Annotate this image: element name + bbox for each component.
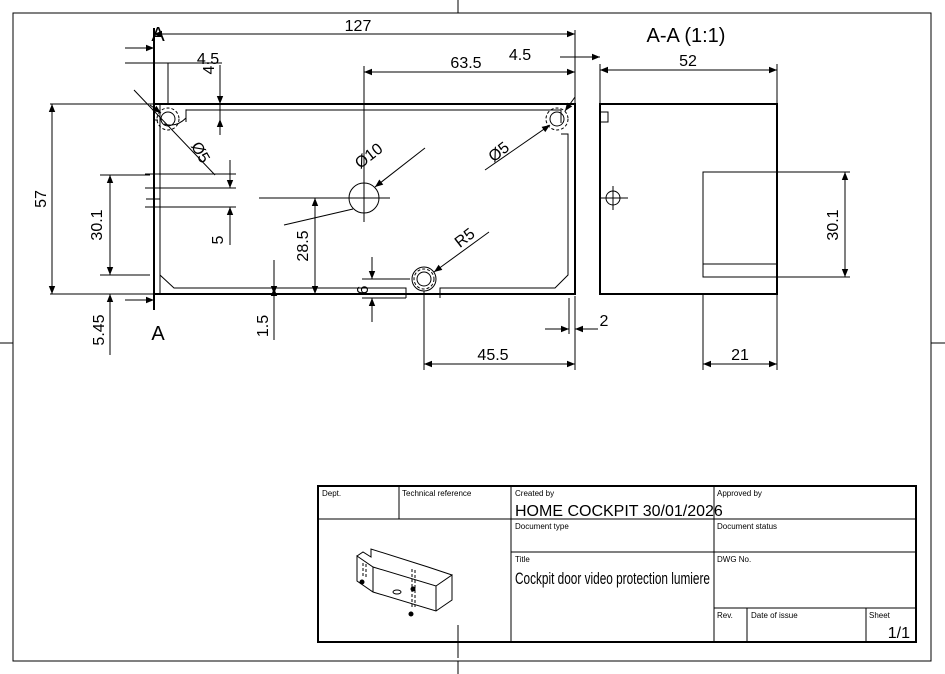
section-view: A-A (1:1) 52 30.1 21 [599,25,850,370]
document-status-label: Document status [717,522,777,531]
approved-by-label: Approved by [717,489,762,498]
dim-section-slot-height: 30.1 [825,209,842,240]
dim-overall-length: 127 [345,18,372,35]
document-type-label: Document type [515,522,569,531]
tech-ref-label: Technical reference [402,489,472,498]
dim-bottom-offset: 5.45 [91,314,108,345]
dim-height: 57 [33,190,50,208]
created-by-label: Created by [515,489,554,498]
dim-bottom-hole-x: 45.5 [477,347,508,364]
dim-notch: 6 [355,285,372,294]
dim-section-width: 52 [679,53,697,70]
dim-hole-offset-y-left: 4 [201,65,218,74]
created-by-value: HOME COCKPIT 30/01/2026 [515,503,723,520]
sheet-frame [12,12,932,662]
dim-hole-right-dia: Ø5 [486,139,513,166]
dept-label: Dept. [322,489,341,498]
section-marker-bottom: A [151,323,165,345]
dim-hole-center-dia: Ø10 [352,140,386,172]
dim-hole-offset-x-left: 4.5 [197,51,219,68]
front-dimensions [48,28,600,370]
dim-radius: R5 [452,225,479,251]
dim-right-wall: 2 [600,313,609,330]
dwg-no-label: DWG No. [717,555,751,564]
dim-hole-height: 28.5 [295,230,312,261]
rev-label: Rev. [717,611,733,620]
dim-slot-height: 30.1 [89,209,106,240]
section-title: A-A (1:1) [647,25,726,47]
dim-hole-offset-x-right: 4.5 [509,47,531,64]
dim-section-slot-depth: 21 [731,347,749,364]
dim-wall: 1.5 [255,315,272,337]
isometric-thumbnail [356,548,453,617]
date-of-issue-label: Date of issue [751,611,798,620]
title-block: Dept. Technical reference Created by HOM… [317,485,917,643]
dim-center-hole-x: 63.5 [450,55,481,72]
hole-bottom [416,271,432,287]
dim-slot-width: 5 [210,235,227,244]
title-value: Cockpit door video protection lumiere [515,569,710,588]
dim-hole-left-dia: Ø5 [187,139,212,166]
title-label: Title [515,555,530,564]
sheet-value: 1/1 [888,625,910,642]
hole-top-right [549,111,565,127]
front-view [146,66,576,298]
front-dimension-labels: A A 127 4.5 4 63.5 4.5 57 30.1 5 28.5 Ø5… [33,18,609,364]
hole-top-left [160,111,176,127]
sheet-label: Sheet [869,611,891,620]
section-marker-top: A [151,24,165,46]
